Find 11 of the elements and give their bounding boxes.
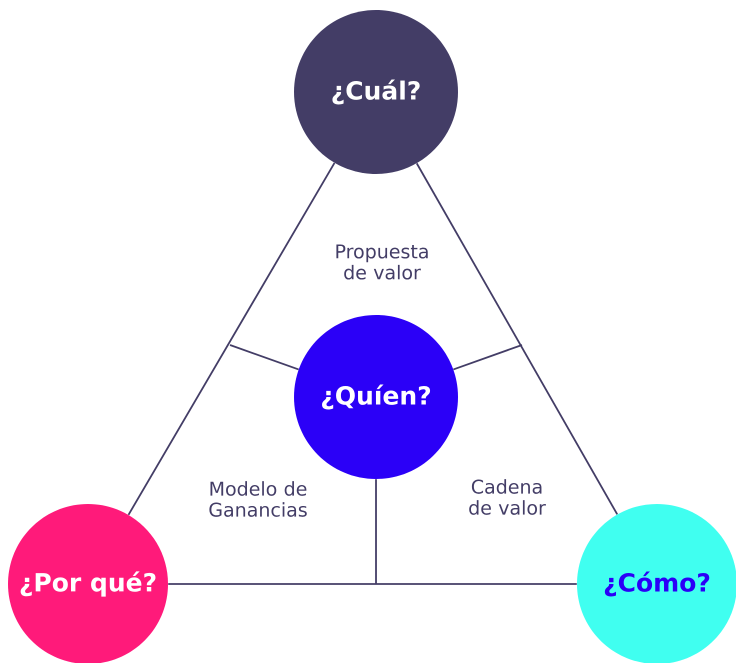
connector-line — [375, 479, 377, 584]
region-label: Propuesta de valor — [336, 244, 428, 280]
connector-line — [230, 344, 299, 370]
region-label: Modelo de Ganancias — [209, 481, 307, 517]
connector-line — [416, 162, 618, 515]
connector-line — [128, 162, 336, 516]
circle-node: ¿Quíen? — [294, 315, 458, 479]
region-label: Cadena de valor — [469, 479, 546, 515]
connector-line — [453, 344, 522, 370]
circle-node: ¿Cuál? — [294, 10, 458, 174]
connector-line — [168, 583, 577, 585]
